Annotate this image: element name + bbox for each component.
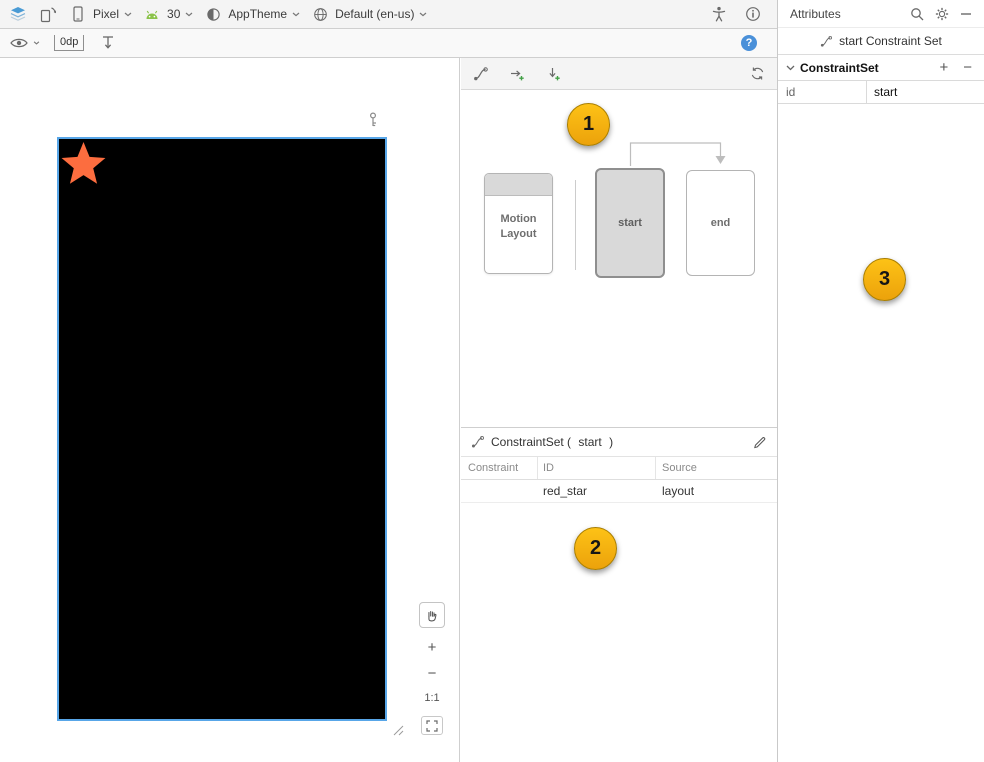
theme-label: AppTheme [228,7,288,21]
cell-source: layout [662,484,695,498]
motion-editor-panel: Motion Layout start end 1 ConstraintSet … [461,58,777,762]
panel-resize-handle[interactable] [390,722,404,736]
issues-info-icon[interactable] [743,4,763,24]
constraintset-end-node[interactable]: end [686,170,755,276]
design-surface-icon[interactable] [8,4,28,24]
attributes-panel: Attributes [777,0,984,762]
theme-selector[interactable]: AppTheme [203,4,300,24]
column-header-id[interactable]: ID [537,457,655,479]
motion-layout-node-header [485,174,552,196]
device-preview-screen[interactable] [57,137,387,721]
motion-graph-area: Motion Layout start end 1 [461,90,777,427]
orientation-icon[interactable] [38,4,58,24]
graph-divider [575,180,576,270]
transition-arrow[interactable] [461,90,777,427]
attributes-table: id start [778,80,984,104]
motion-icon [821,35,833,47]
motion-editor-toolbar [461,58,777,90]
theme-icon [203,4,223,24]
end-node-label: end [710,217,731,229]
chevron-down-icon [124,12,132,16]
selected-component-row[interactable]: start Constraint Set [778,28,984,55]
edit-constraintset-button[interactable] [752,435,767,450]
pan-tool-button[interactable] [419,602,445,628]
android-icon [142,4,162,24]
section-title: ConstraintSet [800,60,879,75]
add-transition-icon[interactable] [507,64,527,84]
toolbar-right-icons [709,4,769,24]
constraint-toolbar: 0dp ? [0,29,777,58]
attributes-header-icons [910,7,972,21]
phone-icon [68,4,88,24]
callout-1: 1 [567,103,610,146]
eye-icon [10,38,28,48]
view-options[interactable] [10,37,40,49]
api-level-selector[interactable]: 30 [142,4,193,24]
motion-icon [471,436,484,448]
attributes-panel-header: Attributes [778,0,984,28]
cell-constraint [461,480,537,502]
default-margin-selector[interactable]: 0dp [54,35,85,51]
zoom-out-button[interactable]: − [427,665,437,682]
locale-label: Default (en-us) [335,7,415,21]
accessibility-icon[interactable] [709,4,729,24]
zoom-to-fit-button[interactable] [421,716,443,735]
selected-component-label: start Constraint Set [839,34,942,48]
key-icon [368,112,378,128]
remove-attribute-button[interactable]: − [963,58,972,76]
pencil-icon [754,436,766,448]
column-header-constraint[interactable]: Constraint [468,462,519,474]
star-shape [61,142,106,184]
chevron-down-icon [185,12,193,16]
help-button[interactable]: ? [741,35,757,51]
chevron-down-icon [292,12,300,16]
hand-icon [428,610,437,621]
chevron-down-icon [33,41,40,45]
device-selector[interactable]: Pixel [68,4,132,24]
zoom-in-button[interactable]: + [427,639,437,656]
motion-path-icon[interactable] [471,64,491,84]
motion-layout-node[interactable]: Motion Layout [484,173,553,274]
callout-2: 2 [574,527,617,570]
column-header-source[interactable]: Source [655,457,777,479]
constraint-table-row[interactable]: red_star layout [461,480,777,503]
attribute-key: id [786,85,796,99]
attribute-value[interactable]: start [866,81,984,103]
red-star-view[interactable] [60,140,107,187]
attribute-row[interactable]: id start [778,81,984,103]
constraintset-section-header[interactable]: ConstraintSet + − [778,55,984,80]
callout-3: 3 [863,258,906,301]
attributes-title: Attributes [790,6,841,21]
vertical-ruler-icon[interactable] [98,33,118,53]
gear-icon[interactable] [935,7,949,21]
design-surface[interactable]: + − 1:1 [0,58,460,762]
locale-selector[interactable]: Default (en-us) [310,4,427,24]
chevron-down-icon [420,12,427,16]
start-node-label: start [618,217,642,229]
add-constraintset-icon[interactable] [543,64,563,84]
constraintset-title-name: start [578,435,602,449]
zoom-ratio-button[interactable]: 1:1 [424,692,440,704]
cell-id: red_star [543,484,588,498]
motion-layout-node-label: Motion Layout [500,213,537,240]
design-toolbar-top: Pixel 30 AppT [0,0,777,29]
api-level-label: 30 [167,7,181,21]
cycle-layout-icon[interactable] [747,64,767,84]
fit-screen-icon [426,719,438,732]
constraintset-start-node[interactable]: start [595,168,665,278]
search-icon[interactable] [910,7,924,21]
device-label: Pixel [93,7,120,21]
constraintset-header-bar: ConstraintSet ( start ) [461,427,777,457]
constraint-table-header: Constraint ID Source [461,457,777,480]
section-actions: + − [939,58,976,76]
globe-icon [310,4,330,24]
constraintset-title: ConstraintSet ( start ) [491,435,614,449]
chevron-down-icon [786,65,795,70]
add-attribute-button[interactable]: + [939,58,949,76]
minimize-icon[interactable] [960,8,972,20]
